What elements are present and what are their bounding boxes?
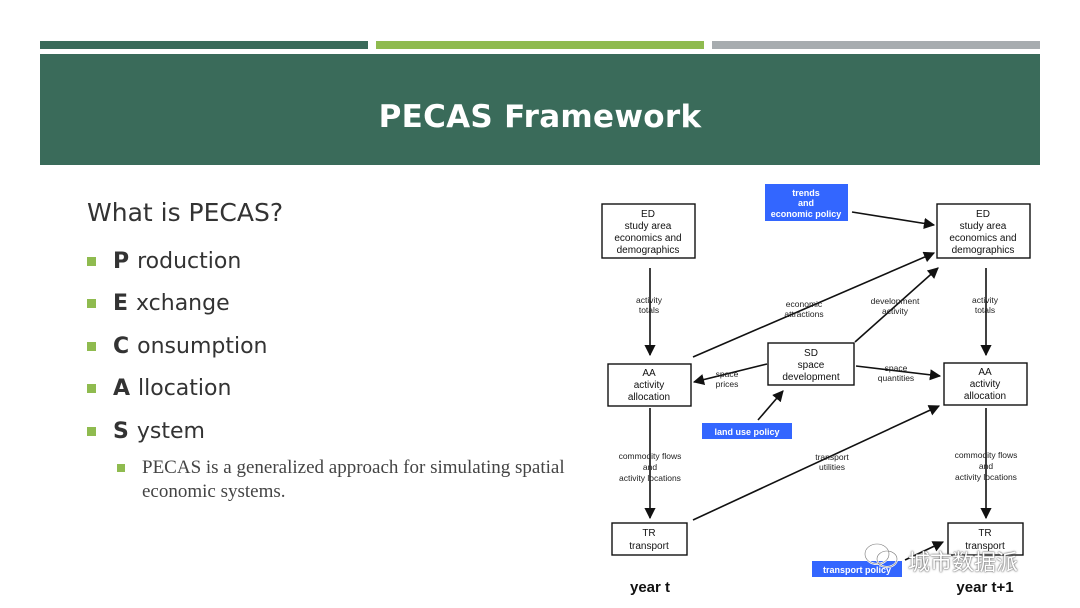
diagram-label: quantities	[878, 373, 914, 383]
diagram-label: activity	[882, 306, 909, 316]
bullet-square	[87, 256, 96, 266]
diagram-label: trends	[792, 188, 820, 198]
diagram-label: land use policy	[714, 427, 779, 437]
box-ed-right	[936, 203, 1031, 259]
diagram-label: activity	[970, 379, 1001, 390]
watermark-text: 城市数据派	[908, 551, 1019, 576]
diagram-label: economics and	[949, 233, 1016, 244]
bullet-square	[87, 384, 96, 394]
diagram-label: space	[798, 360, 825, 371]
diagram-label: space	[885, 363, 908, 373]
diagram-label: economic	[786, 299, 823, 309]
arrow-sd-ed-right	[854, 267, 939, 343]
bullet-square	[87, 299, 96, 309]
diagram-label: activity	[636, 295, 663, 305]
diagram-label: AA	[978, 367, 992, 378]
diagram-label: allocation	[628, 392, 670, 403]
box-land-use-policy	[702, 423, 792, 439]
box-tr-left	[611, 522, 688, 556]
diagram-label: study area	[960, 221, 1007, 232]
box-aa-right	[943, 362, 1028, 406]
diagram-label: demographics	[617, 245, 680, 256]
diagram-label: and	[979, 461, 993, 471]
sub-bullet: PECAS is a generalized approach for simu…	[117, 456, 587, 504]
diagram-label: development	[871, 296, 920, 306]
diagram-label: activity locations	[955, 472, 1017, 482]
diagram-label: SD	[804, 348, 818, 359]
diagram-label: demographics	[952, 245, 1015, 256]
diagram-label: economic policy	[771, 209, 842, 219]
accent-bar-gray	[712, 41, 1040, 49]
diagram-label: ED	[976, 209, 990, 220]
diagram-label: activity locations	[619, 473, 681, 483]
year-label-left: year t	[630, 579, 670, 596]
diagram-label: transport	[629, 541, 669, 552]
bullet-square	[87, 341, 96, 351]
arrow-sd-aa-right	[855, 365, 942, 381]
diagram-label: utilities	[819, 462, 845, 472]
diagram-label: totals	[975, 305, 995, 315]
diagram-label: development	[782, 372, 839, 383]
question-heading: What is PECAS?	[87, 198, 284, 227]
diagram-label: attractions	[784, 309, 823, 319]
diagram-label: transport	[965, 541, 1005, 552]
wechat-icon	[864, 543, 898, 568]
year-label-right: year t+1	[956, 579, 1013, 596]
diagram-label: TR	[642, 528, 655, 539]
diagram-label: transport	[815, 452, 849, 462]
diagram-label: prices	[716, 379, 739, 389]
box-trends-policy	[765, 184, 848, 221]
box-tr-right	[947, 522, 1024, 556]
slide-title: PECAS Framework	[378, 98, 702, 135]
box-ed-left	[601, 203, 696, 259]
diagram-label: commodity flows	[619, 451, 682, 461]
arrow-tr-aa-right	[692, 405, 941, 521]
diagram-label: allocation	[964, 391, 1006, 402]
box-sd	[767, 342, 855, 386]
bullet-square	[87, 426, 96, 436]
diagram-label: and	[798, 198, 814, 208]
arrow-aa-ed-right	[692, 251, 936, 358]
diagram-label: activity	[634, 380, 665, 391]
arrow-policy-tr	[904, 541, 945, 561]
diagram-label: economics and	[614, 233, 681, 244]
diagram-label: space	[716, 369, 739, 379]
diagram-label: study area	[625, 221, 672, 232]
diagram-label: activity	[972, 295, 999, 305]
bullet-square	[117, 464, 125, 472]
arrow-trends-ed	[851, 211, 936, 229]
diagram-label: TR	[978, 528, 991, 539]
diagram-label: transport policy	[823, 565, 891, 575]
title-banner: PECAS Framework	[40, 54, 1040, 165]
arrow-sd-aa-left	[692, 363, 768, 386]
accent-bar-lime	[376, 41, 704, 49]
diagram-label: ED	[641, 209, 655, 220]
accent-bar-green	[40, 41, 368, 49]
sub-bullet-text: PECAS is a generalized approach for simu…	[142, 457, 565, 502]
diagram-label: commodity flows	[955, 450, 1018, 460]
arrow-landuse-sd	[757, 390, 784, 421]
diagram-label: and	[643, 462, 657, 472]
diagram-label: AA	[642, 368, 656, 379]
diagram-label: totals	[639, 305, 659, 315]
box-aa-left	[607, 363, 692, 407]
